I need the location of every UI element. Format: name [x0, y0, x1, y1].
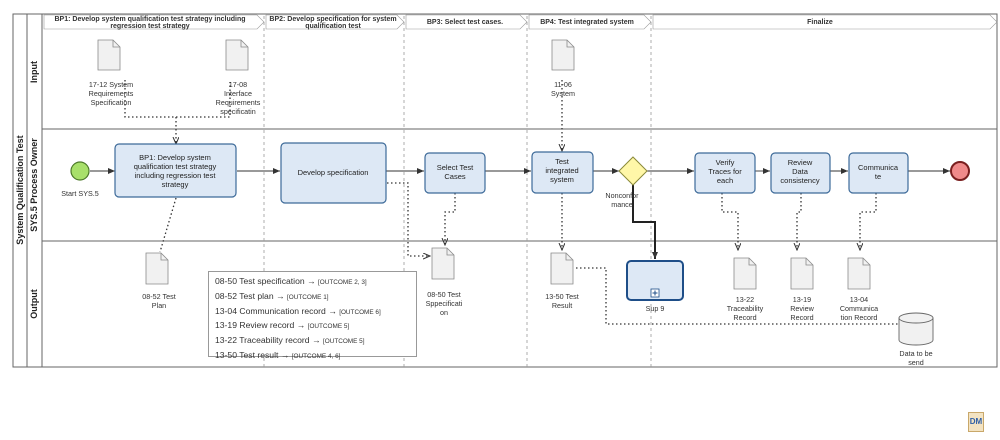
svg-text:11-06: 11-06	[554, 80, 572, 89]
lane-label-owner: SYS.5 Process Owner	[29, 138, 39, 232]
doc-13-50-icon[interactable]	[550, 252, 574, 285]
datastore-icon[interactable]	[898, 312, 934, 346]
svg-text:13-19: 13-19	[793, 295, 811, 304]
svg-text:specificatin: specificatin	[220, 107, 256, 116]
svg-text:Traces for: Traces for	[708, 167, 742, 176]
start-event[interactable]	[70, 161, 90, 181]
svg-text:Communica: Communica	[858, 163, 899, 172]
subprocess-label: Sup 9	[646, 304, 665, 313]
svg-text:17-12 System: 17-12 System	[89, 80, 133, 89]
doc-13-22-icon[interactable]	[733, 257, 757, 290]
svg-text:Review: Review	[788, 158, 813, 167]
phase-bp1-line-2: regression test strategy	[110, 23, 189, 30]
svg-text:08-52 Test: 08-52 Test	[142, 292, 175, 301]
svg-text:system: system	[550, 175, 574, 184]
svg-text:Requirements: Requirements	[89, 89, 134, 98]
svg-text:te: te	[875, 172, 881, 181]
subprocess-sup9[interactable]	[626, 260, 684, 301]
svg-text:Sppecificati: Sppecificati	[426, 299, 463, 308]
gateway-label-line-2: mance	[611, 200, 633, 209]
lane-label-input: Input	[29, 61, 39, 83]
task-communicate[interactable]: Communica te	[848, 152, 909, 194]
doc-13-04-icon[interactable]	[847, 257, 871, 290]
svg-text:Test: Test	[555, 157, 570, 166]
svg-text:System: System	[551, 89, 575, 98]
svg-text:on: on	[440, 308, 448, 317]
phase-bp4-line-1: BP4: Test integrated system	[540, 19, 634, 26]
pool-title: System Qualification Test	[15, 135, 25, 244]
legend-item: 13-22 Traceability record → [OUTCOME 5]	[215, 335, 365, 346]
svg-text:Verify: Verify	[716, 158, 735, 167]
svg-text:08-50 Test: 08-50 Test	[427, 290, 460, 299]
svg-text:Record: Record	[790, 313, 813, 322]
svg-text:Requirements: Requirements	[216, 98, 261, 107]
svg-text:Traceability: Traceability	[727, 304, 764, 313]
svg-text:Review: Review	[790, 304, 814, 313]
phase-header-bp3: BP3: Select test cases.	[405, 14, 528, 30]
doc-11-06-icon[interactable]	[551, 39, 575, 71]
phase-bp3-line-1: BP3: Select test cases.	[427, 19, 503, 26]
svg-text:Result: Result	[552, 301, 572, 310]
svg-text:Cases: Cases	[444, 172, 466, 181]
gateway-label-line-1: Nonconfor	[605, 191, 639, 200]
svg-text:Select Test: Select Test	[437, 163, 474, 172]
svg-text:integrated: integrated	[545, 166, 578, 175]
lane-label-output: Output	[29, 289, 39, 319]
svg-text:Communica: Communica	[840, 304, 878, 313]
task-test-integrated-system[interactable]: Test integrated system	[531, 151, 594, 194]
end-event[interactable]	[950, 161, 970, 181]
svg-text:13-22: 13-22	[736, 295, 754, 304]
doc-13-19-icon[interactable]	[790, 257, 814, 290]
task-develop-specification[interactable]: Develop specification	[280, 142, 387, 204]
phase-finalize-line-1: Finalize	[807, 19, 833, 26]
phase-bp1-line-1: BP1: Develop system qualification test s…	[55, 16, 246, 23]
svg-text:Record: Record	[733, 313, 756, 322]
outcome-legend: 08-50 Test specification → [OUTCOME 2, 3…	[208, 271, 417, 360]
phase-bp2-line-1: BP2: Develop specification for system	[269, 16, 396, 23]
svg-text:strategy: strategy	[162, 180, 189, 189]
svg-text:17-08: 17-08	[229, 80, 247, 89]
gateway-nonconformance[interactable]	[618, 156, 648, 186]
svg-text:including regression test: including regression test	[135, 171, 217, 180]
legend-item: 08-52 Test plan → [OUTCOME 1]	[215, 290, 329, 301]
task-select-test-cases[interactable]: Select Test Cases	[424, 152, 486, 194]
svg-text:tion Record: tion Record	[841, 313, 878, 322]
phase-header-bp4: BP4: Test integrated system	[528, 14, 652, 30]
legend-item: 13-04 Communication record → [OUTCOME 6]	[215, 305, 381, 316]
svg-text:13-50 Test: 13-50 Test	[545, 292, 578, 301]
svg-text:Plan: Plan	[152, 301, 166, 310]
phase-header-bp2: BP2: Develop specification for system qu…	[265, 14, 405, 30]
phase-header-bp1: BP1: Develop system qualification test s…	[43, 14, 265, 30]
svg-text:BP1: Develop system: BP1: Develop system	[139, 153, 211, 162]
svg-text:send: send	[908, 358, 924, 367]
svg-text:Data to be: Data to be	[899, 349, 932, 358]
task-verify-traces[interactable]: Verify Traces for each	[694, 152, 756, 194]
legend-item: 13-19 Review record → [OUTCOME 5]	[215, 320, 350, 331]
doc-17-08-icon[interactable]	[225, 39, 249, 71]
svg-text:Develop specification: Develop specification	[298, 168, 369, 177]
task-bp1-develop-strategy[interactable]: BP1: Develop system qualification test s…	[114, 143, 237, 198]
start-event-label: Start SYS.5	[61, 189, 99, 198]
doc-17-12-icon[interactable]	[97, 39, 121, 71]
svg-text:13-04: 13-04	[850, 295, 868, 304]
svg-text:consistency: consistency	[780, 176, 819, 185]
svg-text:Data: Data	[792, 167, 809, 176]
phase-bp2-line-2: qualification test	[305, 23, 361, 30]
doc-08-50-icon[interactable]	[431, 247, 455, 280]
svg-text:each: each	[717, 176, 733, 185]
svg-text:Interface: Interface	[224, 89, 252, 98]
legend-item: 13-50 Test result → [OUTCOME 4, 6]	[215, 349, 341, 360]
task-review-data-consistency[interactable]: Review Data consistency	[770, 152, 831, 194]
brand-logo-icon: DM	[968, 412, 984, 432]
svg-text:Specification: Specification	[91, 98, 132, 107]
doc-08-52-icon[interactable]	[145, 252, 169, 285]
legend-item: 08-50 Test specification → [OUTCOME 2, 3…	[215, 276, 367, 286]
svg-text:qualification test strategy: qualification test strategy	[134, 162, 217, 171]
phase-header-finalize: Finalize	[652, 14, 998, 30]
